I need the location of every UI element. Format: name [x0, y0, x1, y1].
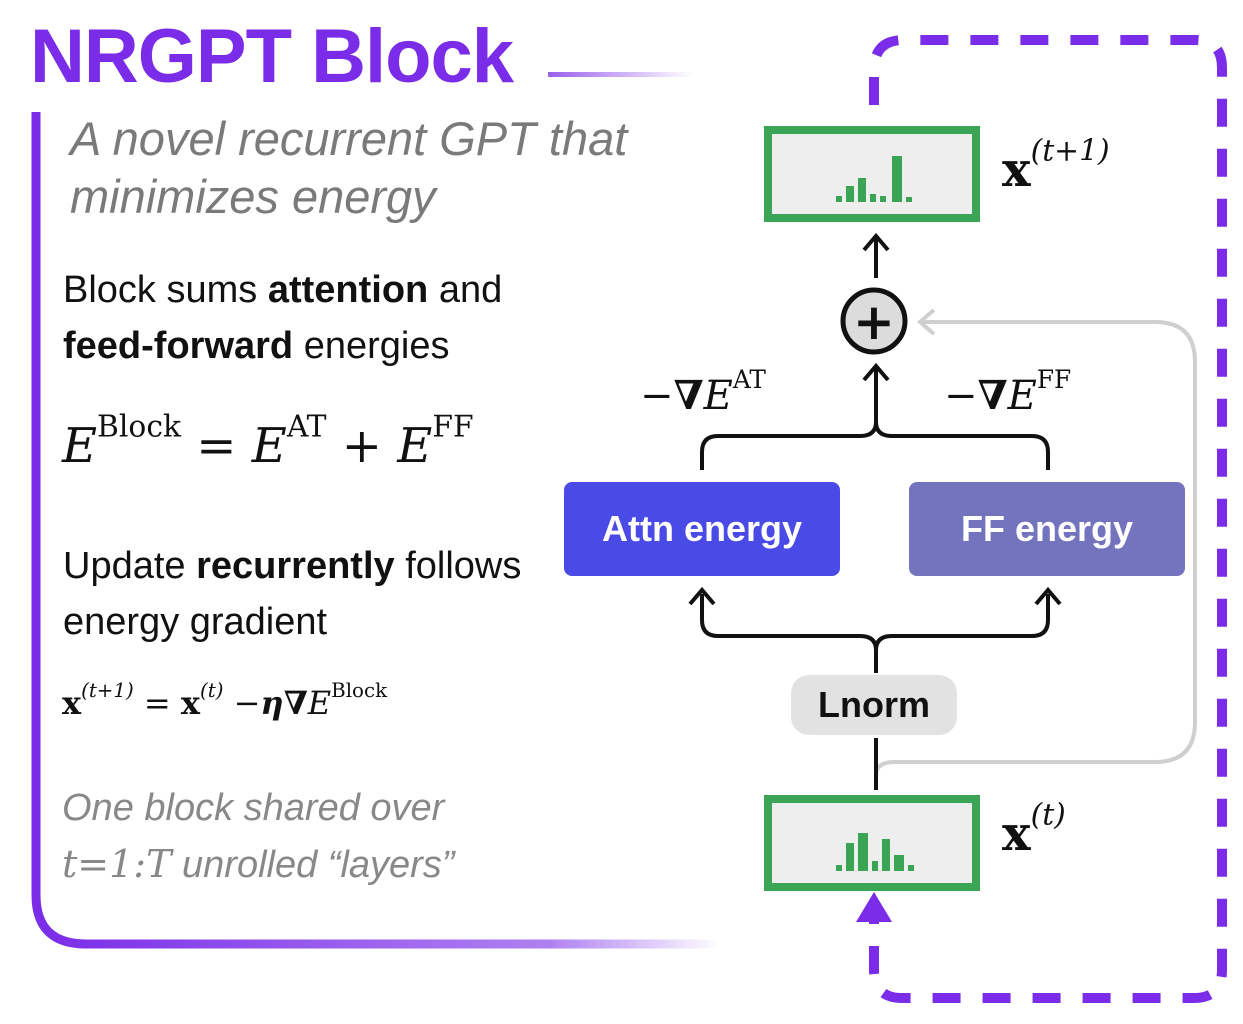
x-next-label: x(t+1)	[1002, 136, 1110, 198]
attn-gradient-label: −∇EAT	[640, 367, 766, 419]
grad-at: AT	[732, 364, 766, 394]
x-symbol: x	[1002, 806, 1031, 862]
page-title: NRGPT Block	[30, 14, 514, 99]
x-superscript: (t+1)	[1030, 133, 1110, 169]
shared-block-note: One block shared over t=1:T unrolled “la…	[62, 780, 582, 893]
eq-e: E	[251, 418, 287, 474]
lnorm-split	[700, 594, 1050, 651]
update-text: Update recurrently follows energy gradie…	[63, 538, 563, 650]
loop-arrowhead	[856, 892, 892, 922]
eq-t: (t)	[199, 679, 224, 703]
left-bracket	[31, 112, 720, 949]
text-fragment: energies	[293, 325, 450, 367]
grad-minus: −	[944, 373, 978, 419]
grad-e: E	[703, 373, 733, 419]
ff-gradient-label: −∇EFF	[944, 367, 1071, 419]
residual-arrowhead	[916, 308, 936, 336]
arrow-attn-in	[688, 586, 716, 606]
eq-t1: (t+1)	[81, 679, 134, 703]
sum-node	[840, 287, 908, 355]
output-token-box	[764, 126, 980, 222]
eq-eta: η	[260, 684, 284, 722]
sum-symbol: +	[853, 293, 895, 351]
eq-x: x	[180, 684, 200, 722]
grad-nabla: ∇	[977, 372, 1008, 419]
text-fragment: and	[428, 269, 503, 311]
note-line: unrolled “layers”	[171, 844, 455, 886]
eq-equals: =	[143, 684, 171, 722]
text-bold: attention	[267, 269, 429, 311]
text-bold: recurrently	[196, 545, 395, 587]
note-math: t	[62, 842, 78, 886]
eq-plus: +	[341, 418, 383, 474]
note-math: T	[146, 842, 172, 886]
grad-nabla: ∇	[673, 372, 704, 419]
x-symbol: x	[1002, 142, 1031, 198]
eq-e: E	[62, 418, 98, 474]
arrow-ff-in	[1034, 586, 1062, 606]
subtitle: A novel recurrent GPT that minimizes ene…	[70, 112, 628, 223]
grad-minus: −	[640, 373, 674, 419]
eq-block: Block	[97, 409, 182, 445]
lnorm-box: Lnorm	[791, 675, 957, 735]
eq-minus: −	[233, 684, 261, 722]
note-math: 1:	[109, 842, 147, 886]
attention-sum-text: Block sums attention and feed-forward en…	[63, 262, 563, 374]
eq-e: E	[397, 418, 433, 474]
x-superscript: (t)	[1030, 797, 1066, 833]
note-line: One block shared over	[62, 787, 445, 829]
update-equation: x(t+1) = x(t) −η∇EBlock	[62, 681, 387, 722]
eq-x: x	[62, 684, 82, 722]
histogram-icon	[836, 833, 914, 871]
text-fragment: follows energy gradient	[63, 545, 522, 643]
eq-block: Block	[331, 679, 388, 703]
block-energy-equation: EBlock = EAT + EFF	[62, 412, 474, 474]
recurrence-loop	[869, 35, 1227, 1003]
arrow-output	[862, 232, 890, 252]
ff-energy-box: FF energy	[909, 482, 1185, 576]
eq-nabla: ∇	[283, 684, 308, 722]
note-math: =	[77, 842, 110, 886]
residual-path	[874, 320, 1197, 776]
text-fragment: Update	[63, 545, 197, 587]
histogram-icon	[836, 156, 912, 202]
title-underline	[548, 72, 693, 77]
grad-ff: FF	[1036, 364, 1072, 394]
eq-equals: =	[196, 418, 237, 474]
input-token-box	[764, 795, 980, 891]
x-current-label: x(t)	[1002, 800, 1066, 862]
merge-lines	[700, 421, 1050, 470]
eq-ff: FF	[432, 409, 474, 445]
eq-at: AT	[286, 409, 327, 445]
attn-energy-box: Attn energy	[564, 482, 840, 576]
eq-e: E	[307, 684, 332, 722]
arrow-sum-in	[862, 362, 890, 382]
text-bold: feed-forward	[63, 325, 294, 367]
text-fragment: Block sums	[63, 269, 268, 311]
grad-e: E	[1007, 373, 1037, 419]
